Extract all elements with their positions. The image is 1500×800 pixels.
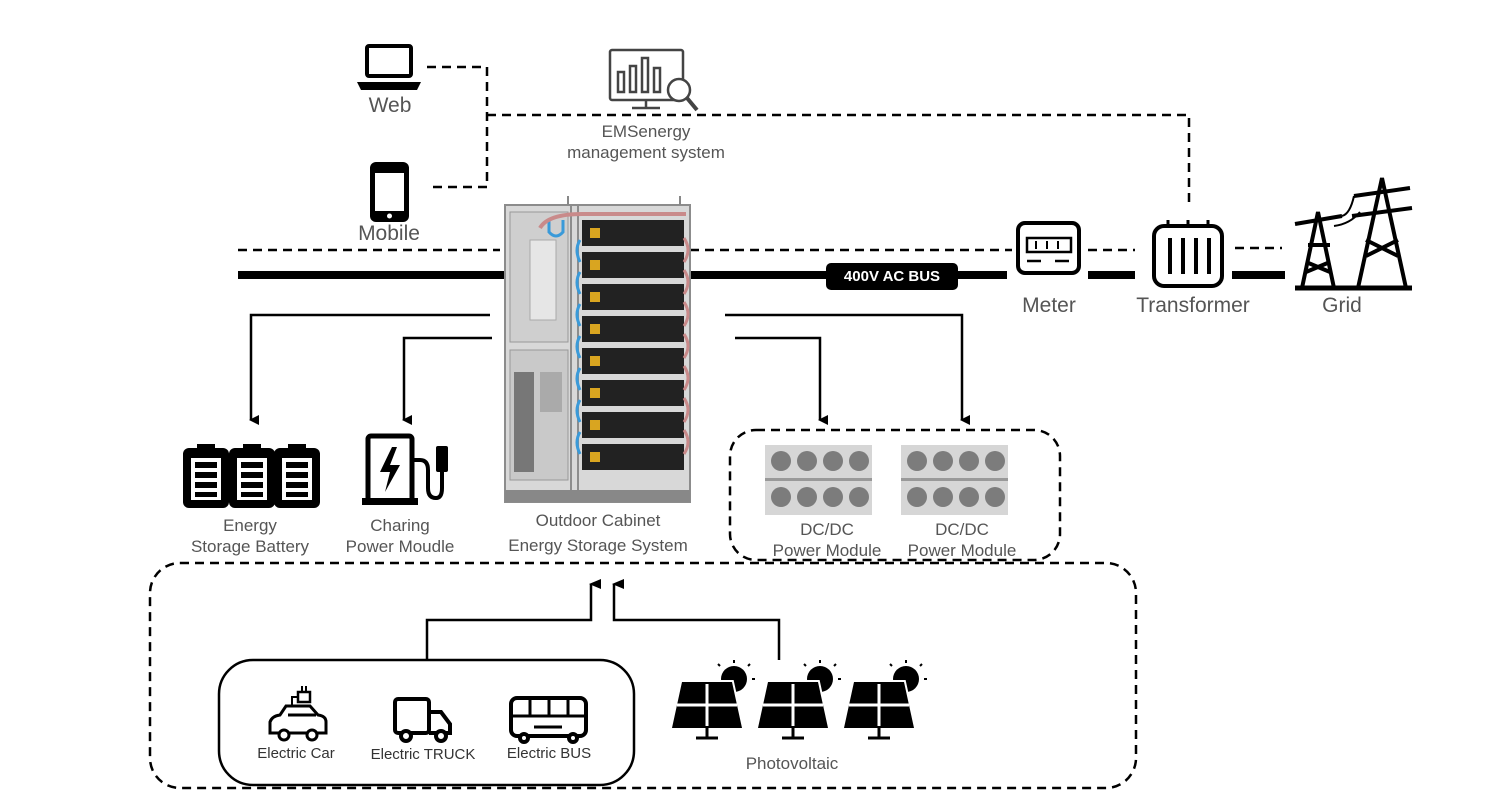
electric-truck-label: Electric TRUCK — [370, 746, 476, 763]
charging-label-line2: Power Moudle — [345, 537, 455, 556]
outdoor-cabinet-image — [504, 196, 691, 503]
electric-car-label: Electric Car — [257, 745, 335, 762]
arrow-from-vehicles — [425, 579, 601, 660]
electric-bus-label: Electric BUS — [506, 745, 592, 762]
dcdc-module-1 — [765, 445, 872, 515]
ems-label-line2: management system — [567, 143, 725, 162]
power-flow-arrows — [249, 313, 970, 660]
dcdc1-label-line2: Power Module — [772, 541, 882, 560]
battery-label-line2: Storage Battery — [190, 537, 310, 556]
dcdc2-label: DC/DC Power Module — [892, 519, 1032, 561]
dcdc2-label-line1: DC/DC — [935, 520, 989, 539]
web-link — [427, 65, 489, 189]
bus-icon — [509, 696, 588, 744]
battery-label: Energy Storage Battery — [170, 515, 330, 557]
arrow-from-pv — [612, 579, 781, 660]
electric-car-icon — [268, 686, 328, 742]
ev-charger-icon — [362, 433, 448, 505]
sources-group-frame — [148, 561, 1138, 790]
arrow-to-charging — [402, 336, 492, 425]
arrow-to-battery — [249, 313, 490, 425]
smartphone-icon — [370, 162, 409, 222]
cabinet-label: Outdoor Cabinet Energy Storage System — [488, 510, 708, 556]
dcdc2-label-line2: Power Module — [907, 541, 1017, 560]
dcdc-group-frame — [728, 428, 1062, 562]
grid-label: Grid — [1322, 294, 1362, 317]
transformer-label: Transformer — [1136, 294, 1250, 317]
analytics-monitor-icon — [608, 48, 699, 112]
ems-label: EMSenergy management system — [546, 121, 746, 163]
mobile-label: Mobile — [358, 222, 420, 245]
charging-label-line1: Charing — [370, 516, 430, 535]
ac-bus-line — [238, 271, 1412, 291]
dcdc-module-2 — [901, 445, 1008, 515]
battery-label-line1: Energy — [223, 516, 277, 535]
cabinet-label-line2: Energy Storage System — [508, 536, 688, 555]
dcdc1-label-line1: DC/DC — [800, 520, 854, 539]
arrow-to-dcdc1 — [735, 336, 828, 425]
arrow-to-dcdc2 — [725, 313, 970, 425]
communication-links — [238, 65, 1282, 252]
charging-label: Charing Power Moudle — [330, 515, 470, 557]
battery-modules — [582, 220, 684, 470]
cables-pink — [538, 212, 690, 455]
web-label: Web — [368, 94, 412, 117]
dcdc1-label: DC/DC Power Module — [757, 519, 897, 561]
battery-terminals — [590, 228, 600, 462]
photovoltaic-label: Photovoltaic — [745, 754, 839, 773]
cabinet-label-line1: Outdoor Cabinet — [535, 511, 661, 530]
vehicles-group-frame — [217, 658, 636, 787]
cables-blue — [547, 220, 582, 455]
ems-label-line1: EMSenergy — [601, 122, 691, 141]
solar-panel-icon — [669, 660, 927, 740]
truck-icon — [393, 697, 452, 743]
battery-icon — [183, 444, 320, 508]
laptop-icon — [357, 44, 421, 90]
ems-link — [487, 113, 1191, 205]
transformer-icon — [1152, 220, 1224, 288]
meter-label: Meter — [1022, 294, 1076, 317]
ac-bus-label: 400V AC BUS — [826, 263, 958, 290]
power-tower-icon — [1294, 177, 1413, 289]
electric-meter-icon — [1016, 221, 1081, 275]
